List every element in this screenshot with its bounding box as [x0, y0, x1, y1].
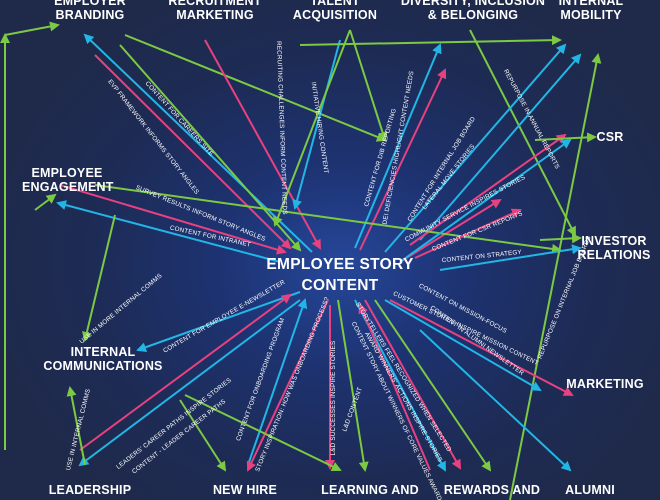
connector-30 [79, 293, 292, 451]
edge-label-0: CONTENT FOR CAREERS SITE [144, 80, 215, 158]
connector-10 [469, 29, 576, 237]
node-internal-communications: INTERNAL COMMUNICATIONS [43, 345, 163, 373]
node-marketing: MARKETING [566, 377, 644, 391]
edge-label-22: CONTENT - LEADER CAREER PATHS [131, 398, 227, 475]
connector-12 [384, 43, 567, 253]
connector-18 [56, 200, 281, 263]
connector-3 [119, 44, 302, 252]
connector-11 [299, 35, 562, 46]
edge-label-15: USE IN MORE INTERNAL COMMS [78, 272, 163, 345]
connector-21 [399, 138, 572, 263]
connector-40 [179, 399, 227, 472]
connector-27 [509, 53, 602, 500]
node-recruitment-marketing: RECRUITMENT MARKETING [168, 0, 262, 22]
node-employee-engagement: EMPLOYEE ENGAGEMENT [22, 166, 114, 194]
connector-2 [124, 34, 387, 142]
center-title-line1: EMPLOYEE STORY [266, 256, 414, 273]
connector-24 [539, 233, 582, 244]
connector-14 [419, 53, 582, 241]
connector-36 [337, 299, 369, 472]
edge-label-21: LEADERS' CAREER PATHS INSPIRE STORIES [115, 377, 233, 471]
connector-20 [34, 193, 57, 211]
node-leadership: LEADERSHIP [48, 483, 132, 497]
node-dib: DIVERSITY, INCLUSION & BELONGING [400, 0, 546, 22]
connector-15 [409, 133, 567, 246]
connector-26 [4, 21, 60, 36]
connector-16 [534, 132, 597, 143]
connector-45 [364, 299, 461, 470]
connector-19 [94, 184, 562, 254]
connector-23 [439, 244, 582, 271]
node-alumni: ALUMNI [565, 483, 615, 497]
connector-39 [374, 299, 492, 472]
node-rewards: REWARDS AND [443, 483, 541, 497]
connector-7 [349, 29, 388, 142]
node-internal-mobility: INTERNAL MOBILITY [558, 0, 624, 22]
connector-8 [354, 43, 442, 249]
node-employer-branding: EMPLOYER BRANDING [54, 0, 126, 22]
node-csr: CSR [596, 130, 624, 144]
node-learning: LEARNING AND [321, 483, 419, 497]
connector-31 [78, 299, 301, 467]
connector-44 [419, 329, 572, 472]
connector-13 [399, 198, 502, 263]
edge-label-13: CONTENT ON STRATEGY [441, 249, 522, 264]
connector-42 [384, 299, 542, 392]
edge-label-2: RECRUITING CHALLENGES INFORM CONTENT NEE… [275, 41, 288, 215]
connector-32 [66, 386, 86, 466]
connector-43 [389, 299, 574, 396]
edge-label-28: AWARD WINNERS' ACTIONS INSPIRE STORIES [363, 331, 443, 463]
center-node: EMPLOYEE STORY CONTENT [255, 254, 425, 296]
node-talent-acquisition: TALENT ACQUISITION [292, 0, 378, 22]
connector-17 [59, 184, 287, 255]
node-new-hire: NEW HIRE [212, 483, 278, 497]
connector-4 [204, 39, 321, 250]
connector-0 [94, 54, 292, 250]
edge-label-1: EVP FRAMEWORK INFORMS STORY ANGLES [106, 78, 200, 195]
connector-38 [358, 303, 431, 471]
connector-6 [273, 29, 351, 227]
connector-28 [82, 214, 116, 342]
connector-22 [414, 208, 522, 259]
connector-33 [247, 298, 308, 466]
connector-9 [359, 68, 447, 251]
connector-41 [184, 394, 342, 472]
edge-label-25: L&D SUCCESSES INSPIRE STORIES [330, 341, 337, 456]
connector-5 [292, 39, 341, 210]
center-title-line2: CONTENT [301, 277, 379, 294]
connector-34 [246, 299, 329, 472]
node-investor-relations: INVESTOR RELATIONS [577, 234, 651, 262]
connector-29 [136, 291, 301, 353]
